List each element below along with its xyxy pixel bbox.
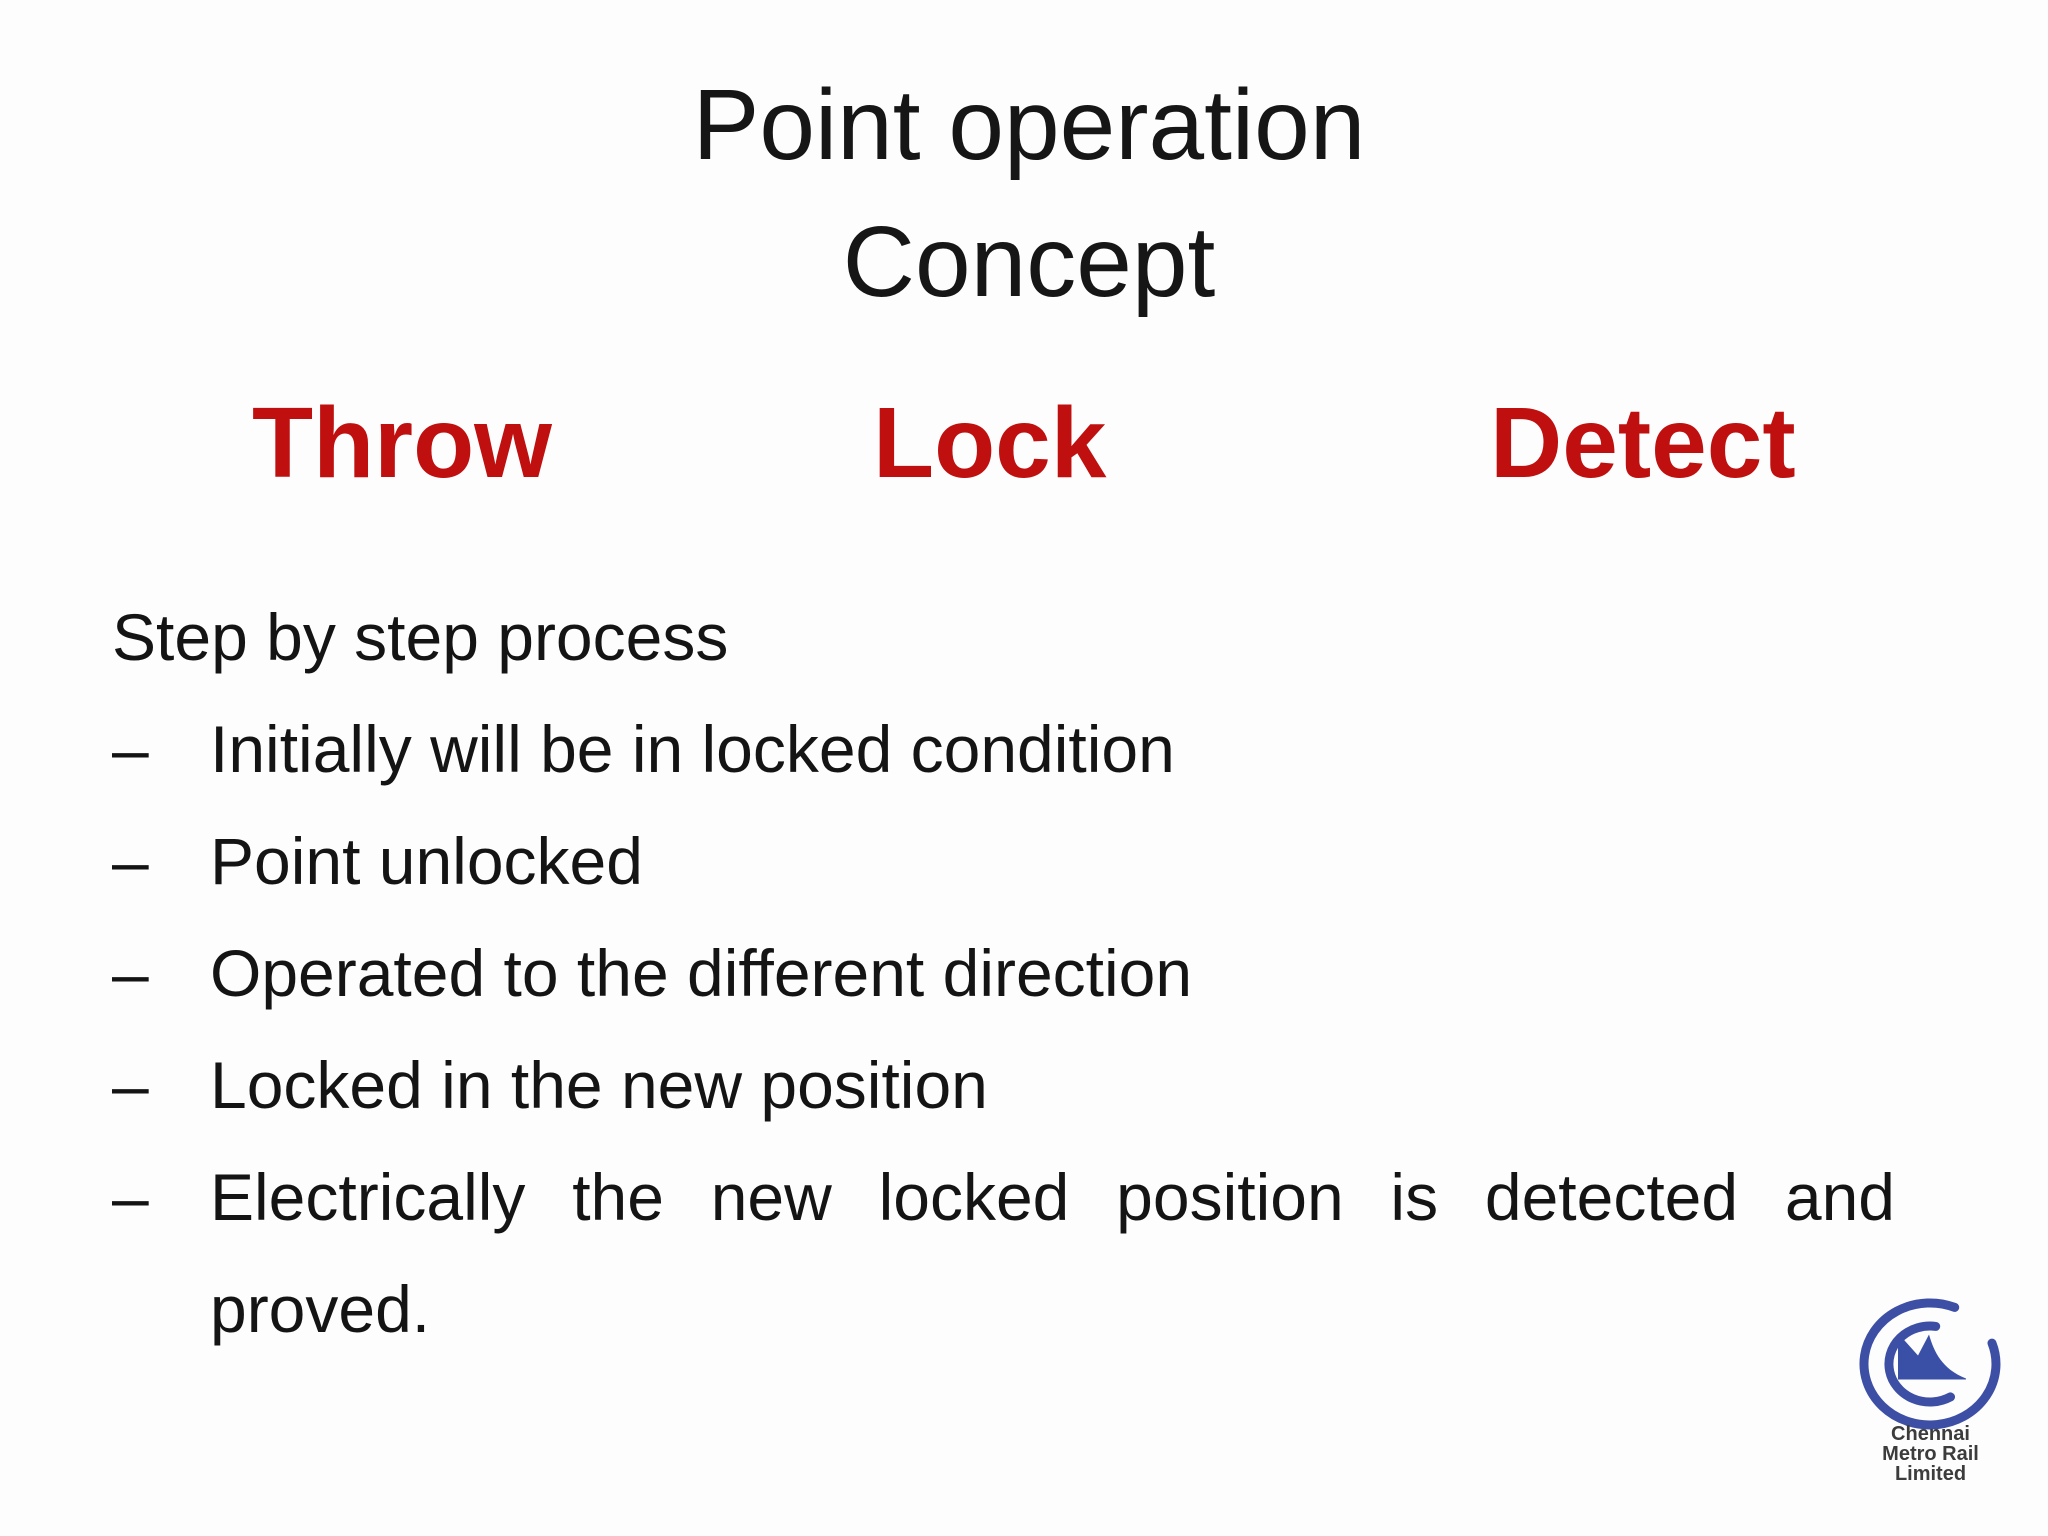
body-text-block: Step by step process – Initially will be… (112, 581, 1918, 1365)
bullet-text: Operated to the different direction (210, 936, 1193, 1010)
bullet-text: Initially will be in locked condition (210, 712, 1175, 786)
keyword-lock: Lock (873, 387, 1107, 499)
list-item: – Operated to the different direction (112, 917, 1918, 1029)
keyword-row: Throw Lock Detect (0, 393, 2048, 513)
chennai-metro-rail-logo: Chennai Metro Rail Limited (1858, 1297, 2003, 1484)
list-item: – Initially will be in locked condition (112, 693, 1918, 805)
bullet-list: – Initially will be in locked condition … (112, 693, 1918, 1365)
bullet-dash: – (112, 712, 149, 786)
slide-title-line-2: Concept (842, 206, 1216, 318)
list-item: – Electrically the new locked position i… (112, 1141, 1918, 1365)
keyword-detect: Detect (1490, 387, 1796, 499)
list-item: – Locked in the new position (112, 1029, 1918, 1141)
bullet-dash: – (112, 936, 149, 1010)
slide-title: Point operation Concept (5, 57, 2048, 331)
logo-caption-line-3: Limited (1894, 1463, 1967, 1485)
metro-monogram-icon (1859, 1298, 2001, 1430)
bullet-dash: – (112, 824, 149, 898)
logo-caption: Chennai Metro Rail Limited (1858, 1424, 2003, 1484)
bullet-text: Electrically the new locked position is … (210, 1160, 1895, 1346)
logo-caption-line-2: Metro Rail (1882, 1443, 1979, 1465)
keyword-throw: Throw (252, 387, 552, 499)
list-item: – Point unlocked (112, 805, 1918, 917)
bullet-text: Locked in the new position (210, 1048, 988, 1122)
logo-caption-line-1: Chennai (1891, 1423, 1970, 1445)
body-intro: Step by step process (112, 600, 729, 674)
bullet-dash: – (112, 1048, 149, 1122)
bullet-text: Point unlocked (210, 824, 643, 898)
slide-title-line-1: Point operation (692, 69, 1366, 181)
bullet-dash: – (112, 1160, 149, 1234)
